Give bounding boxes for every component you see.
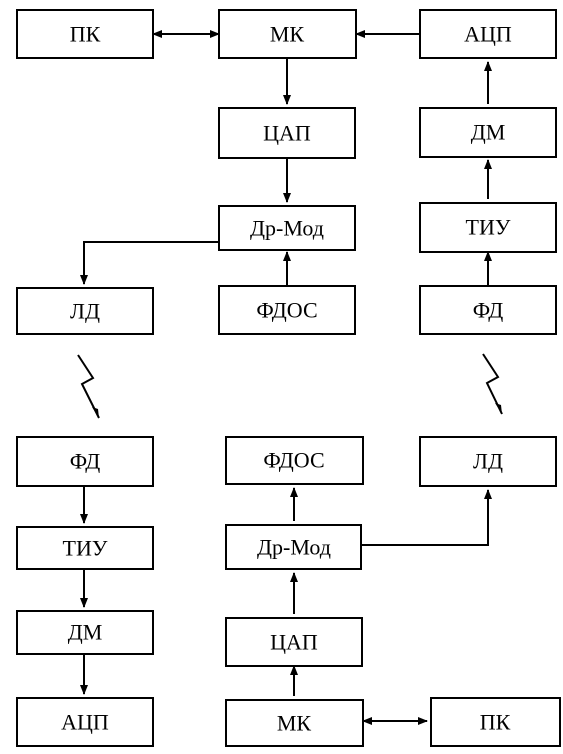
link-drmod-to-ld-top xyxy=(80,241,219,285)
block-mk-bottom: МК xyxy=(225,699,364,747)
block-drmod-bottom-label: Др-Мод xyxy=(257,535,331,560)
block-ld-bottom: ЛД xyxy=(419,436,557,487)
block-drmod-top: Др-Мод xyxy=(218,205,356,251)
block-dm-bottom: ДМ xyxy=(16,610,154,655)
block-mk-top: МК xyxy=(218,9,357,59)
block-adc-top: АЦП xyxy=(419,9,557,59)
block-fd-bottom-label: ФД xyxy=(70,449,100,474)
block-adc-bottom-label: АЦП xyxy=(61,710,109,735)
block-fd-bottom: ФД xyxy=(16,436,154,487)
block-drmod-top-label: Др-Мод xyxy=(250,216,324,241)
block-tiu-top-label: ТИУ xyxy=(466,215,511,240)
optical-link-left-icon xyxy=(77,354,100,419)
block-fd-top-label: ФД xyxy=(473,298,503,323)
block-dac-top-label: ЦАП xyxy=(263,121,311,146)
block-fdos-top: ФДОС xyxy=(218,285,356,335)
optical-link-right-icon xyxy=(482,353,503,415)
block-tiu-bottom-label: ТИУ xyxy=(63,536,108,561)
block-fdos-top-label: ФДОС xyxy=(256,298,317,323)
block-mk-bottom-label: МК xyxy=(277,711,312,736)
block-fdos-bottom: ФДОС xyxy=(225,436,364,485)
block-pk-top: ПК xyxy=(16,9,154,59)
block-tiu-bottom: ТИУ xyxy=(16,526,154,570)
block-fdos-bottom-label: ФДОС xyxy=(263,448,324,473)
block-dac-bottom-label: ЦАП xyxy=(270,630,318,655)
block-dac-top: ЦАП xyxy=(218,107,356,159)
block-tiu-top: ТИУ xyxy=(419,202,557,253)
link-drmod-to-ld-bottom xyxy=(361,489,492,546)
block-dac-bottom: ЦАП xyxy=(225,617,363,667)
block-dm-top: ДМ xyxy=(419,107,557,158)
block-drmod-bottom: Др-Мод xyxy=(225,524,362,570)
block-dm-bottom-label: ДМ xyxy=(68,620,103,645)
connections xyxy=(80,30,492,725)
block-pk-bottom: ПК xyxy=(430,697,561,747)
block-ld-bottom-label: ЛД xyxy=(473,449,503,474)
block-fd-top: ФД xyxy=(419,285,557,335)
block-dm-top-label: ДМ xyxy=(471,120,506,145)
block-pk-top-label: ПК xyxy=(70,22,101,47)
block-adc-top-label: АЦП xyxy=(464,22,512,47)
block-ld-top-label: ЛД xyxy=(70,299,100,324)
block-pk-bottom-label: ПК xyxy=(480,710,511,735)
block-ld-top: ЛД xyxy=(16,287,154,335)
block-mk-top-label: МК xyxy=(270,22,305,47)
block-adc-bottom: АЦП xyxy=(16,697,154,747)
